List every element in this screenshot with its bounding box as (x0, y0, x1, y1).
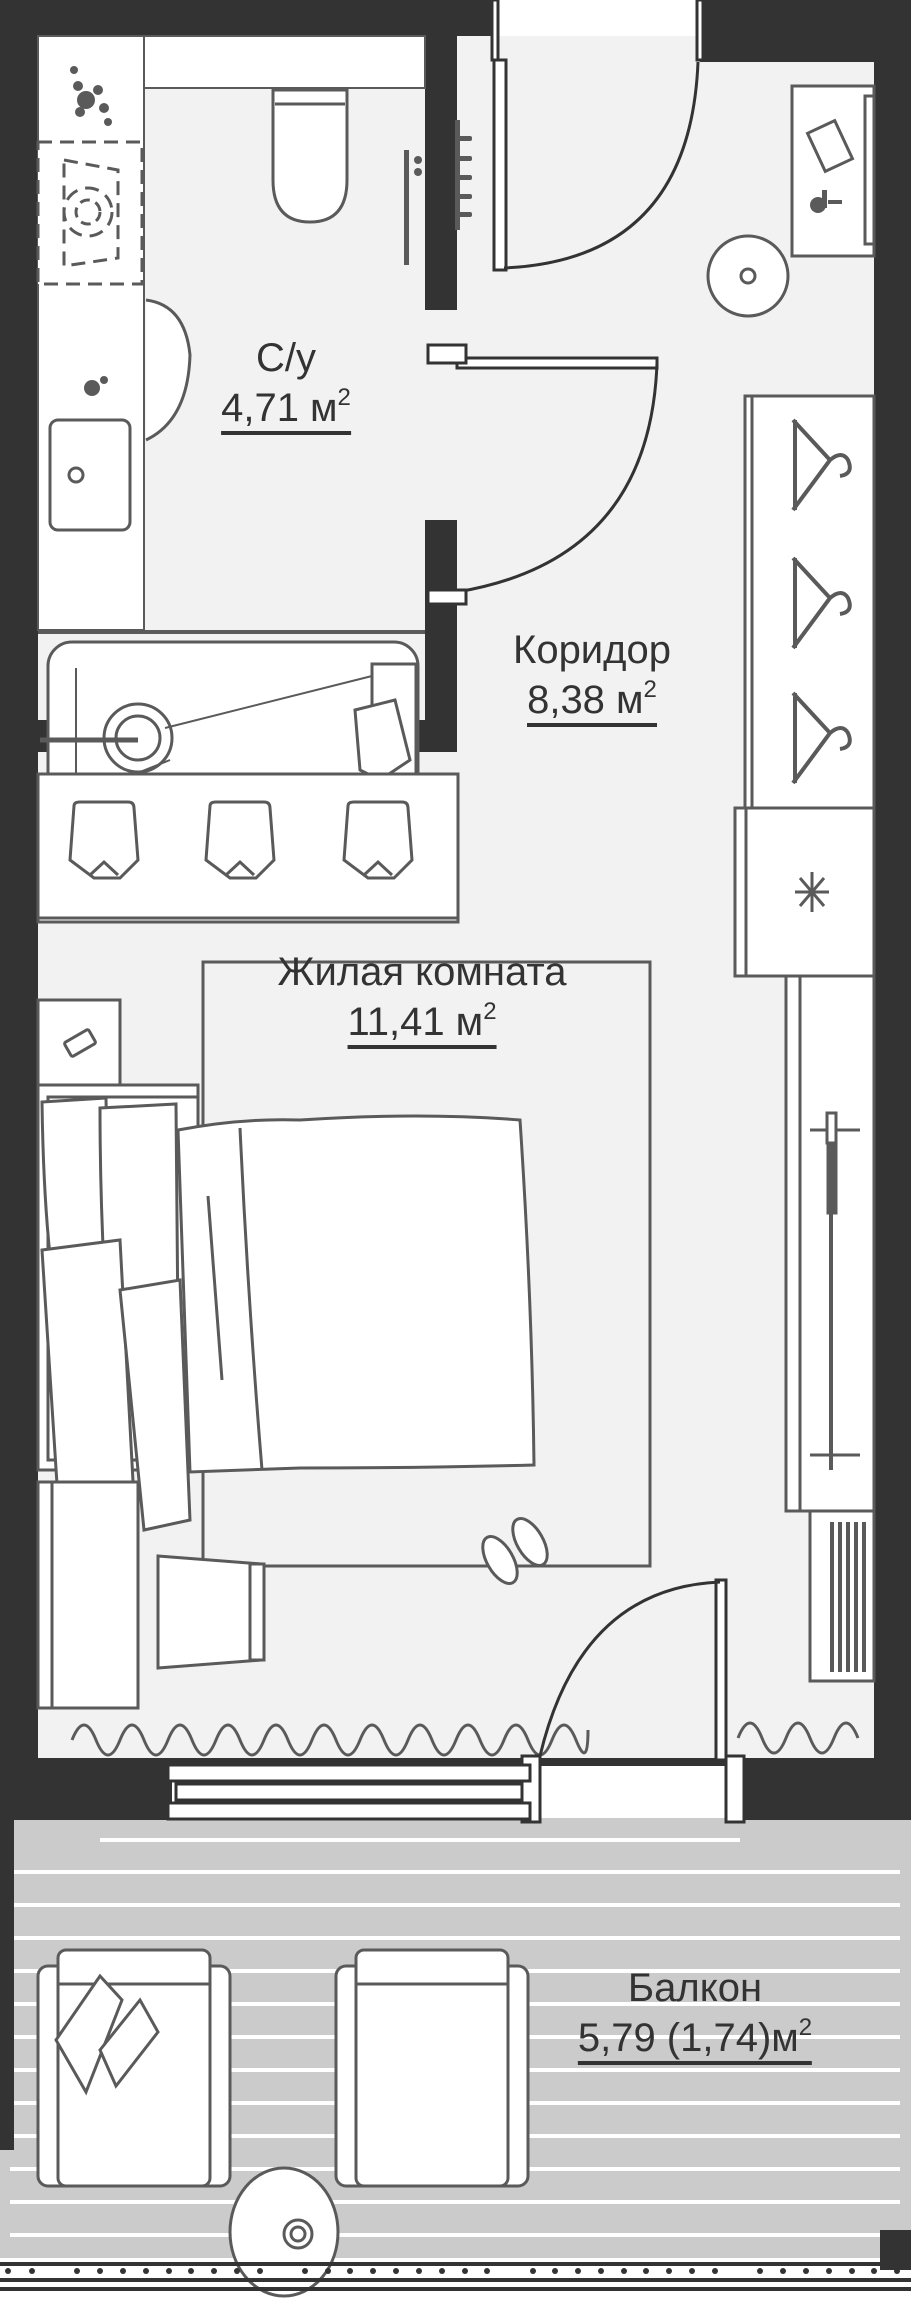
room-area: 4,71 м2 (221, 386, 351, 435)
curtain-icon (70, 1721, 860, 1757)
bath-mat-icon (145, 298, 192, 442)
faucet-icon (84, 376, 108, 396)
nightstand-icon (36, 1480, 140, 1710)
armchair-icon (36, 1948, 232, 2188)
phone-icon (63, 1028, 97, 1058)
bed-icon (36, 1083, 536, 1532)
console-shelf (790, 84, 876, 258)
room-name: Жилая комната (277, 950, 567, 994)
phone-icon (805, 118, 855, 174)
towel-rail-icon (404, 120, 472, 265)
chair-icon (204, 800, 276, 880)
round-stool-icon (706, 234, 790, 318)
sink-icon (48, 418, 132, 532)
room-name: С/у (255, 336, 316, 380)
room-area: 8,38 м2 (527, 678, 657, 727)
room-area: 5,79 (1,74)м2 (577, 2016, 813, 2065)
slippers-icon (481, 1517, 549, 1585)
room-name: Коридор (513, 628, 671, 672)
entrance-door-icon (490, 0, 705, 272)
toilet-icon (271, 88, 349, 224)
chair-icon (342, 800, 414, 880)
nightstand-icon (36, 998, 122, 1087)
living-room (36, 772, 876, 1824)
corridor (490, 0, 876, 1513)
radiator-icon (808, 1509, 876, 1683)
bathroom (36, 35, 472, 842)
refrigerator-icon (733, 806, 876, 978)
room-label-corridor: Коридор 8,38 м2 (513, 630, 671, 727)
keys-icon (810, 190, 842, 213)
bathroom-door-icon (426, 343, 659, 606)
armchair-icon (334, 1948, 530, 2188)
washing-machine-icon (36, 140, 144, 286)
stool-icon (156, 1554, 266, 1670)
window-icon (166, 1763, 532, 1821)
room-label-living-room: Жилая комната 11,41 м2 (277, 950, 567, 1049)
room-area: 11,41 м2 (347, 1000, 497, 1049)
coat-rack-icon (784, 974, 876, 1513)
wardrobe (743, 394, 876, 810)
wardrobe-hanger-icon (791, 418, 852, 785)
plant-icon (70, 66, 112, 126)
room-label-balcony: Балкон 5,79 (1,74)м2 (577, 1966, 813, 2065)
coffee-table-icon (228, 2166, 340, 2298)
chair-icon (68, 800, 140, 880)
room-name: Балкон (627, 1966, 763, 2010)
chair-bench (36, 772, 460, 924)
balcony-door-icon (520, 1578, 746, 1824)
room-label-bathroom: С/у 4,71 м2 (221, 338, 351, 435)
railing-icon (0, 2262, 911, 2291)
